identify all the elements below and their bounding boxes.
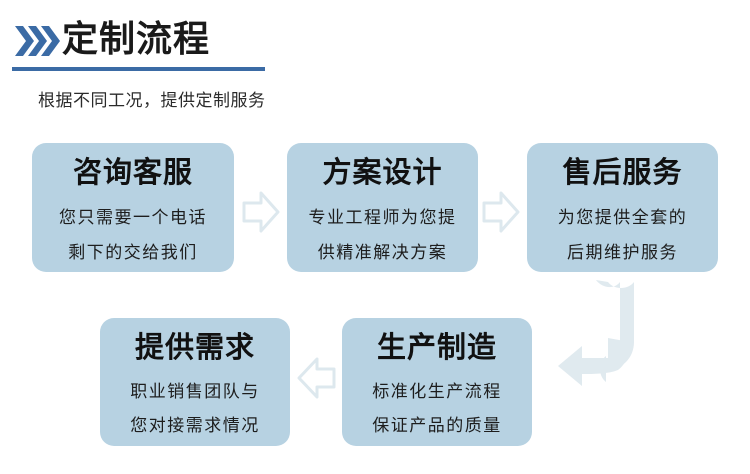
title-underline-rule: [12, 67, 265, 71]
flow-step-desc-line-2: 后期维护服务: [567, 243, 678, 263]
arrow-right-icon: [242, 190, 280, 234]
flow-step-desc-line-2: 剩下的交给我们: [68, 243, 198, 263]
flow-step-desc-line-2: 供精准解决方案: [317, 243, 448, 263]
flow-step-design[interactable]: 方案设计 专业工程师为您提 供精准解决方案: [287, 143, 478, 272]
flow-step-aftersales[interactable]: 售后服务 为您提供全套的 后期维护服务: [527, 143, 718, 272]
page-header: 定制流程 根据不同工况，提供定制服务: [0, 0, 750, 130]
flow-step-desc-line-1: 标准化生产流程: [372, 382, 502, 402]
arrow-left-icon: [296, 355, 336, 401]
flow-step-desc-line-1: 为您提供全套的: [557, 208, 688, 228]
page-subtitle: 根据不同工况，提供定制服务: [38, 91, 266, 110]
flow-step-desc-line-1: 专业工程师为您提: [308, 208, 457, 228]
arrow-right-icon: [482, 190, 520, 234]
flow-step-title: 提供需求: [134, 332, 255, 364]
flow-step-desc-line-2: 您对接需求情况: [130, 416, 260, 436]
arrow-curve-down-left-icon: [552, 280, 672, 400]
flow-step-consult[interactable]: 咨询客服 您只需要一个电话 剩下的交给我们: [32, 143, 234, 272]
flow-step-production[interactable]: 生产制造 标准化生产流程 保证产品的质量: [342, 318, 532, 446]
flow-step-desc-line-1: 职业销售团队与: [130, 382, 260, 402]
flow-step-desc-line-2: 保证产品的质量: [372, 416, 502, 436]
flow-step-title: 方案设计: [322, 157, 443, 189]
page-title: 定制流程: [62, 18, 211, 59]
flow-step-demand[interactable]: 提供需求 职业销售团队与 您对接需求情况: [100, 318, 290, 446]
flow-step-desc-line-1: 您只需要一个电话: [59, 208, 207, 228]
triple-chevron-right-icon: [14, 24, 62, 58]
flow-step-title: 咨询客服: [72, 157, 193, 189]
flow-step-title: 生产制造: [376, 332, 497, 364]
flow-step-title: 售后服务: [562, 157, 683, 189]
